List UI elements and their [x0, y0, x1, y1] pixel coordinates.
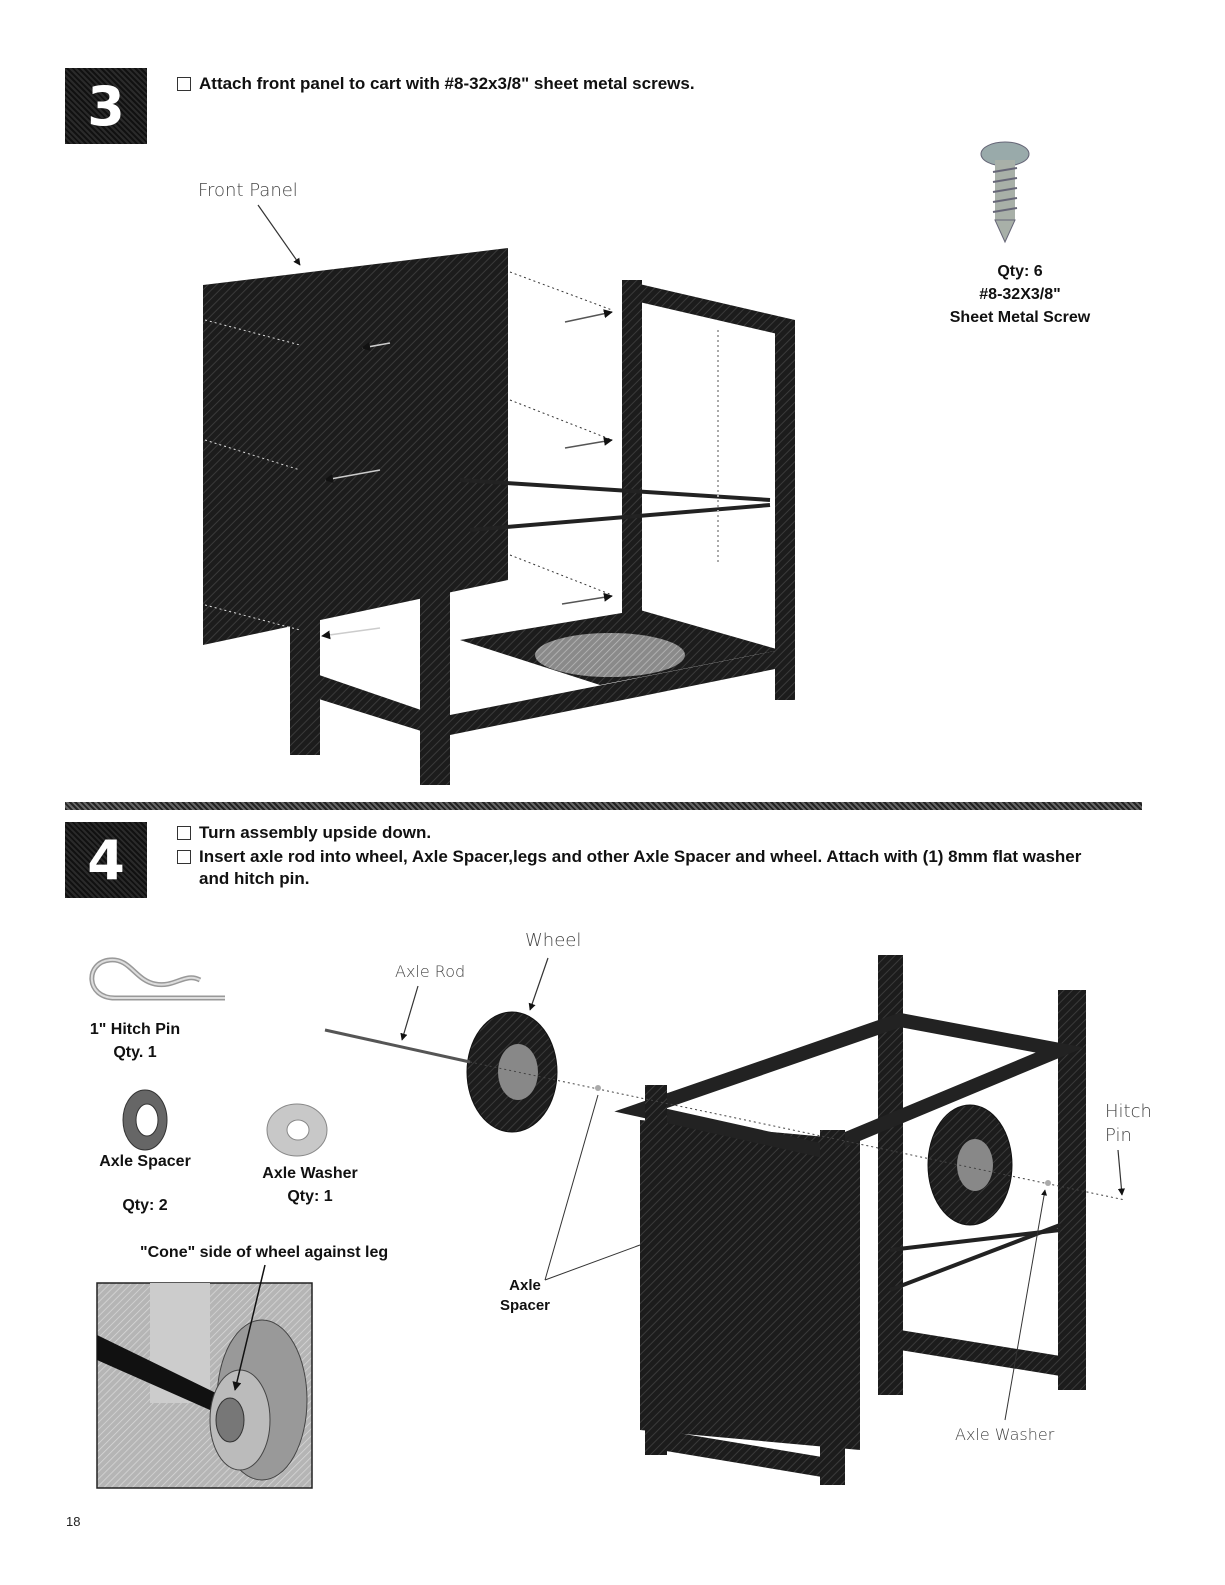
- hitch-pin-name: 1" Hitch Pin: [89, 1021, 181, 1038]
- cart-leg: [820, 1130, 845, 1485]
- step-3-number: 3: [87, 74, 125, 138]
- step-4-badge: 4: [65, 822, 147, 898]
- screw-arrow: [561, 592, 613, 605]
- cart-rail: [614, 1012, 1085, 1158]
- cart-leg: [1058, 990, 1086, 1390]
- cart-rail: [900, 1330, 1085, 1380]
- step-4-instruction-1-text: Turn assembly upside down.: [199, 823, 432, 842]
- back-top-rail: [622, 280, 795, 338]
- screw-qty: Qty: 6: [997, 263, 1043, 280]
- sheet-metal-screw-icon: [980, 141, 1030, 244]
- cone-side-note: "Cone" side of wheel against leg: [140, 1244, 389, 1261]
- screw-size: #8-32X3/8": [979, 286, 1061, 303]
- cross-rod-lower: [469, 503, 771, 532]
- hitch-pin-icon: [89, 957, 225, 1001]
- axle-spacer-icon: [122, 1089, 168, 1151]
- screw-arrow: [564, 309, 613, 323]
- step-3-badge: 3: [65, 68, 147, 144]
- hitch-pin-callout: Hitch Pin: [1105, 1101, 1152, 1146]
- wheel-label: Wheel: [525, 930, 582, 951]
- axle-washer-icon: [266, 1103, 328, 1157]
- step-3-instruction: Attach front panel to cart with #8-32x3/…: [177, 73, 1077, 95]
- checkbox-icon: [177, 850, 191, 864]
- front-panel-label: Front Panel: [198, 180, 298, 201]
- axle-rod: [324, 1028, 471, 1064]
- cart-panel: [640, 1120, 860, 1450]
- axle-washer-qty: Qty: 1: [287, 1188, 333, 1205]
- page-number: 18: [66, 1514, 81, 1529]
- side-bottom-rail: [450, 650, 780, 735]
- screw-arrow: [324, 469, 381, 483]
- axle-spacer-callout: Axle Spacer: [499, 1277, 551, 1314]
- step-4-instruction-2-text: Insert axle rod into wheel, Axle Spacer,…: [199, 847, 1082, 888]
- hitch-pin-qty: Qty. 1: [113, 1044, 157, 1061]
- axle-spacer-qty: Qty: 2: [122, 1197, 168, 1214]
- step-4-number: 4: [87, 828, 125, 892]
- step-3-instruction-text: Attach front panel to cart with #8-32x3/…: [199, 74, 695, 93]
- cart-rail: [660, 1430, 840, 1480]
- section-divider: [65, 802, 1142, 810]
- front-top-rail: [290, 335, 440, 395]
- checkbox-icon: [177, 826, 191, 840]
- tank-hole: [535, 633, 685, 677]
- back-left-leg: [622, 280, 642, 635]
- front-bottom-rail: [290, 665, 450, 740]
- screw-arrow: [361, 342, 391, 352]
- axle-spacer-name: Axle Spacer: [99, 1153, 191, 1170]
- step-4-instruction-1: Turn assembly upside down.: [177, 822, 1097, 844]
- screw-arrow: [564, 436, 613, 449]
- screw-arrow: [321, 627, 381, 640]
- axle-rod-label: Axle Rod: [395, 962, 466, 981]
- cart-leg: [645, 1085, 667, 1455]
- axle-washer-name: Axle Washer: [262, 1165, 358, 1182]
- step-4-instruction-2: Insert axle rod into wheel, Axle Spacer,…: [177, 846, 1097, 890]
- axle-washer-callout: Axle Washer: [955, 1425, 1055, 1444]
- back-right-leg: [775, 320, 795, 700]
- checkbox-icon: [177, 77, 191, 91]
- front-panel-pointer: [257, 204, 301, 266]
- screw-name: Sheet Metal Screw: [949, 309, 1091, 326]
- step-3-illustration: [203, 204, 795, 785]
